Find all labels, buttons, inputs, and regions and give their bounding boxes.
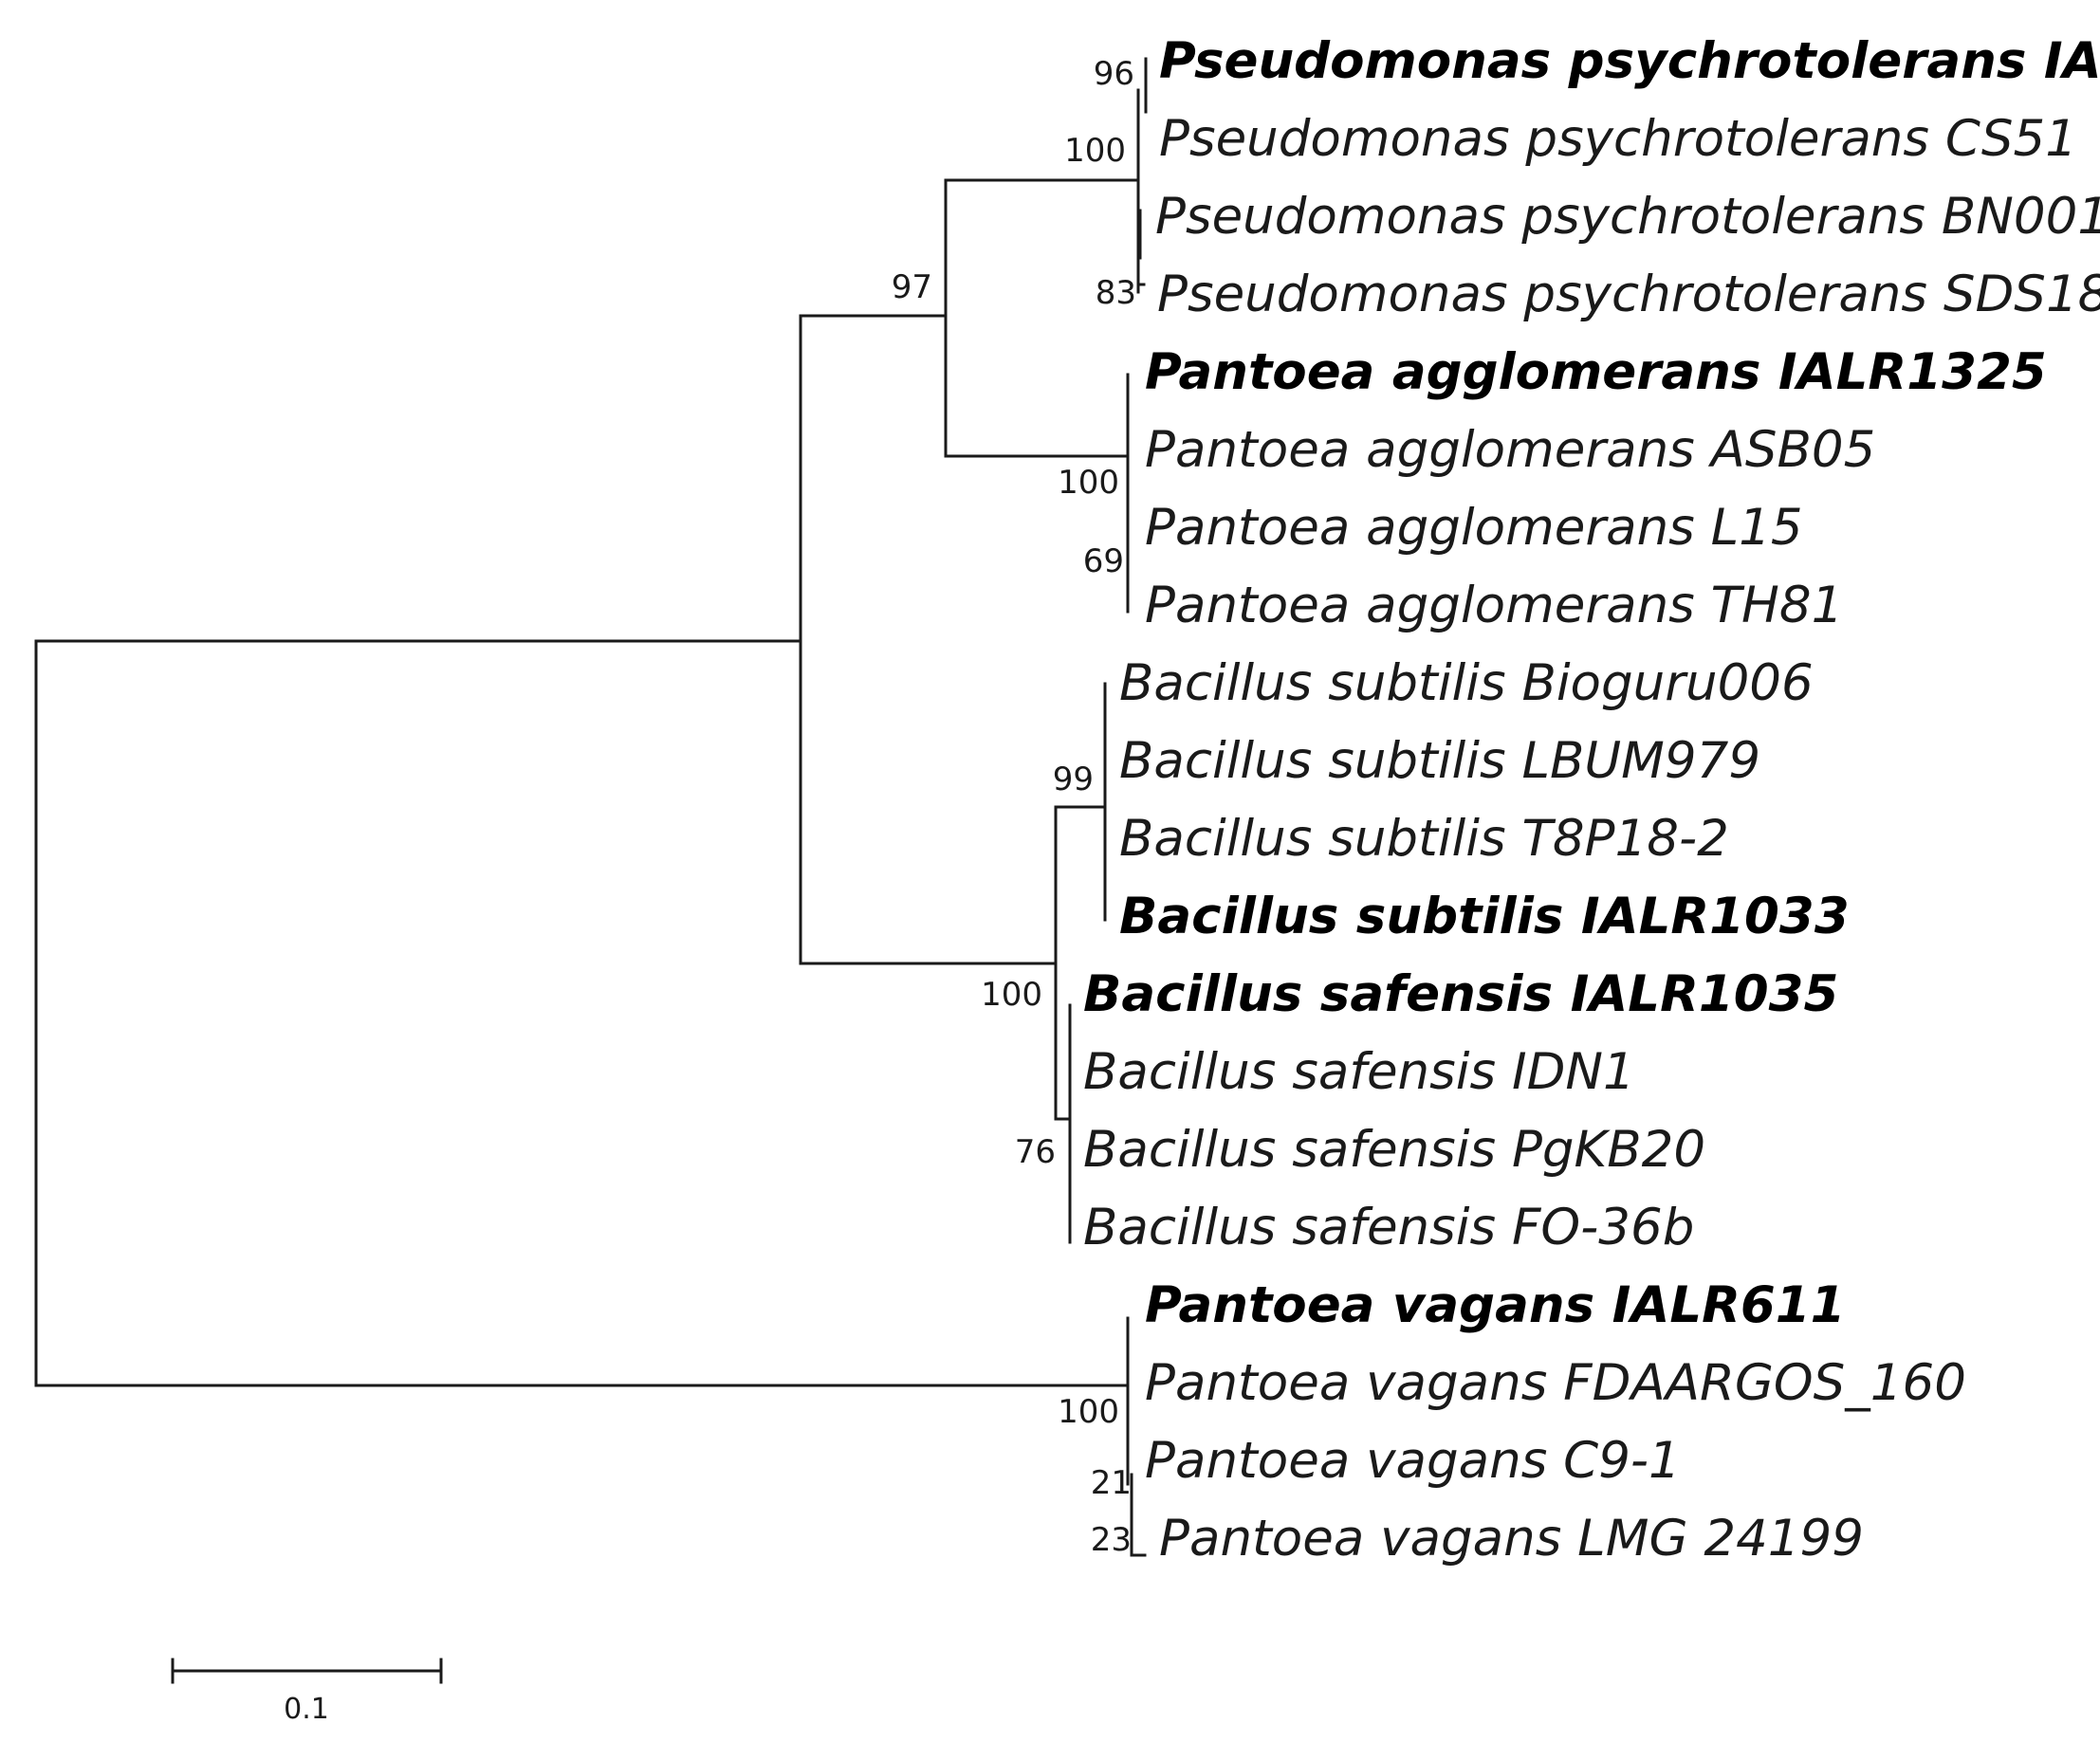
bootstrap-value: 99 [1053,761,1094,798]
taxon-label: Pantoea agglomerans ASB05 [1145,421,1875,479]
taxon-label: Bacillus safensis IDN1 [1083,1043,1635,1101]
taxon-label: Pantoea agglomerans IALR1325 [1145,343,2047,401]
bootstrap-value: 21 [1091,1464,1132,1502]
taxon-label: Bacillus subtilis T8P18-2 [1119,810,1729,868]
bootstrap-value: 97 [892,268,932,306]
taxon-labels: Pseudomonas psychrotolerans IALR632 Pseu… [1083,32,2100,1568]
taxon-label: Pseudomonas psychrotolerans CS51 [1159,110,2077,168]
tree-branches [34,57,1148,1684]
taxon-label: Pantoea agglomerans TH81 [1145,577,1843,634]
taxon-label: Pseudomonas psychrotolerans BN001 [1155,188,2100,246]
taxon-label: Pseudomonas psychrotolerans IALR632 [1159,32,2100,90]
taxon-label: Pantoea vagans C9-1 [1145,1432,1681,1490]
taxon-label: Bacillus subtilis LBUM979 [1119,732,1760,790]
taxon-label: Pantoea vagans IALR611 [1145,1276,1846,1334]
bootstrap-value: 100 [1058,1393,1119,1431]
bootstrap-value: 69 [1083,542,1124,580]
taxon-label: Pantoea agglomerans L15 [1145,499,1803,557]
taxon-label: Bacillus safensis IALR1035 [1083,965,1838,1023]
bootstrap-value: 100 [1058,464,1119,502]
taxon-label: Bacillus subtilis IALR1033 [1119,888,1850,945]
taxon-label: Pseudomonas psychrotolerans SDS18 [1157,266,2100,323]
bootstrap-value: 23 [1091,1521,1132,1559]
taxon-label: Bacillus subtilis Bioguru006 [1119,654,1814,712]
bootstrap-value: 76 [1015,1133,1056,1171]
bootstrap-value: 83 [1096,274,1136,312]
taxon-label: Pantoea vagans LMG 24199 [1159,1510,1864,1568]
taxon-label: Pantoea vagans FDAARGOS_160 [1145,1354,1966,1412]
bootstrap-value: 96 [1094,55,1134,93]
taxon-label: Bacillus safensis PgKB20 [1083,1121,1705,1179]
bootstrap-value: 100 [981,976,1042,1014]
scale-bar [171,1658,443,1684]
taxon-label: Bacillus safensis FO-36b [1083,1199,1694,1256]
bootstrap-values: 96 100 83 97 100 69 99 100 76 100 21 23 [892,55,1136,1559]
bootstrap-value: 100 [1064,132,1126,170]
scale-bar-label: 0.1 [284,1693,329,1726]
